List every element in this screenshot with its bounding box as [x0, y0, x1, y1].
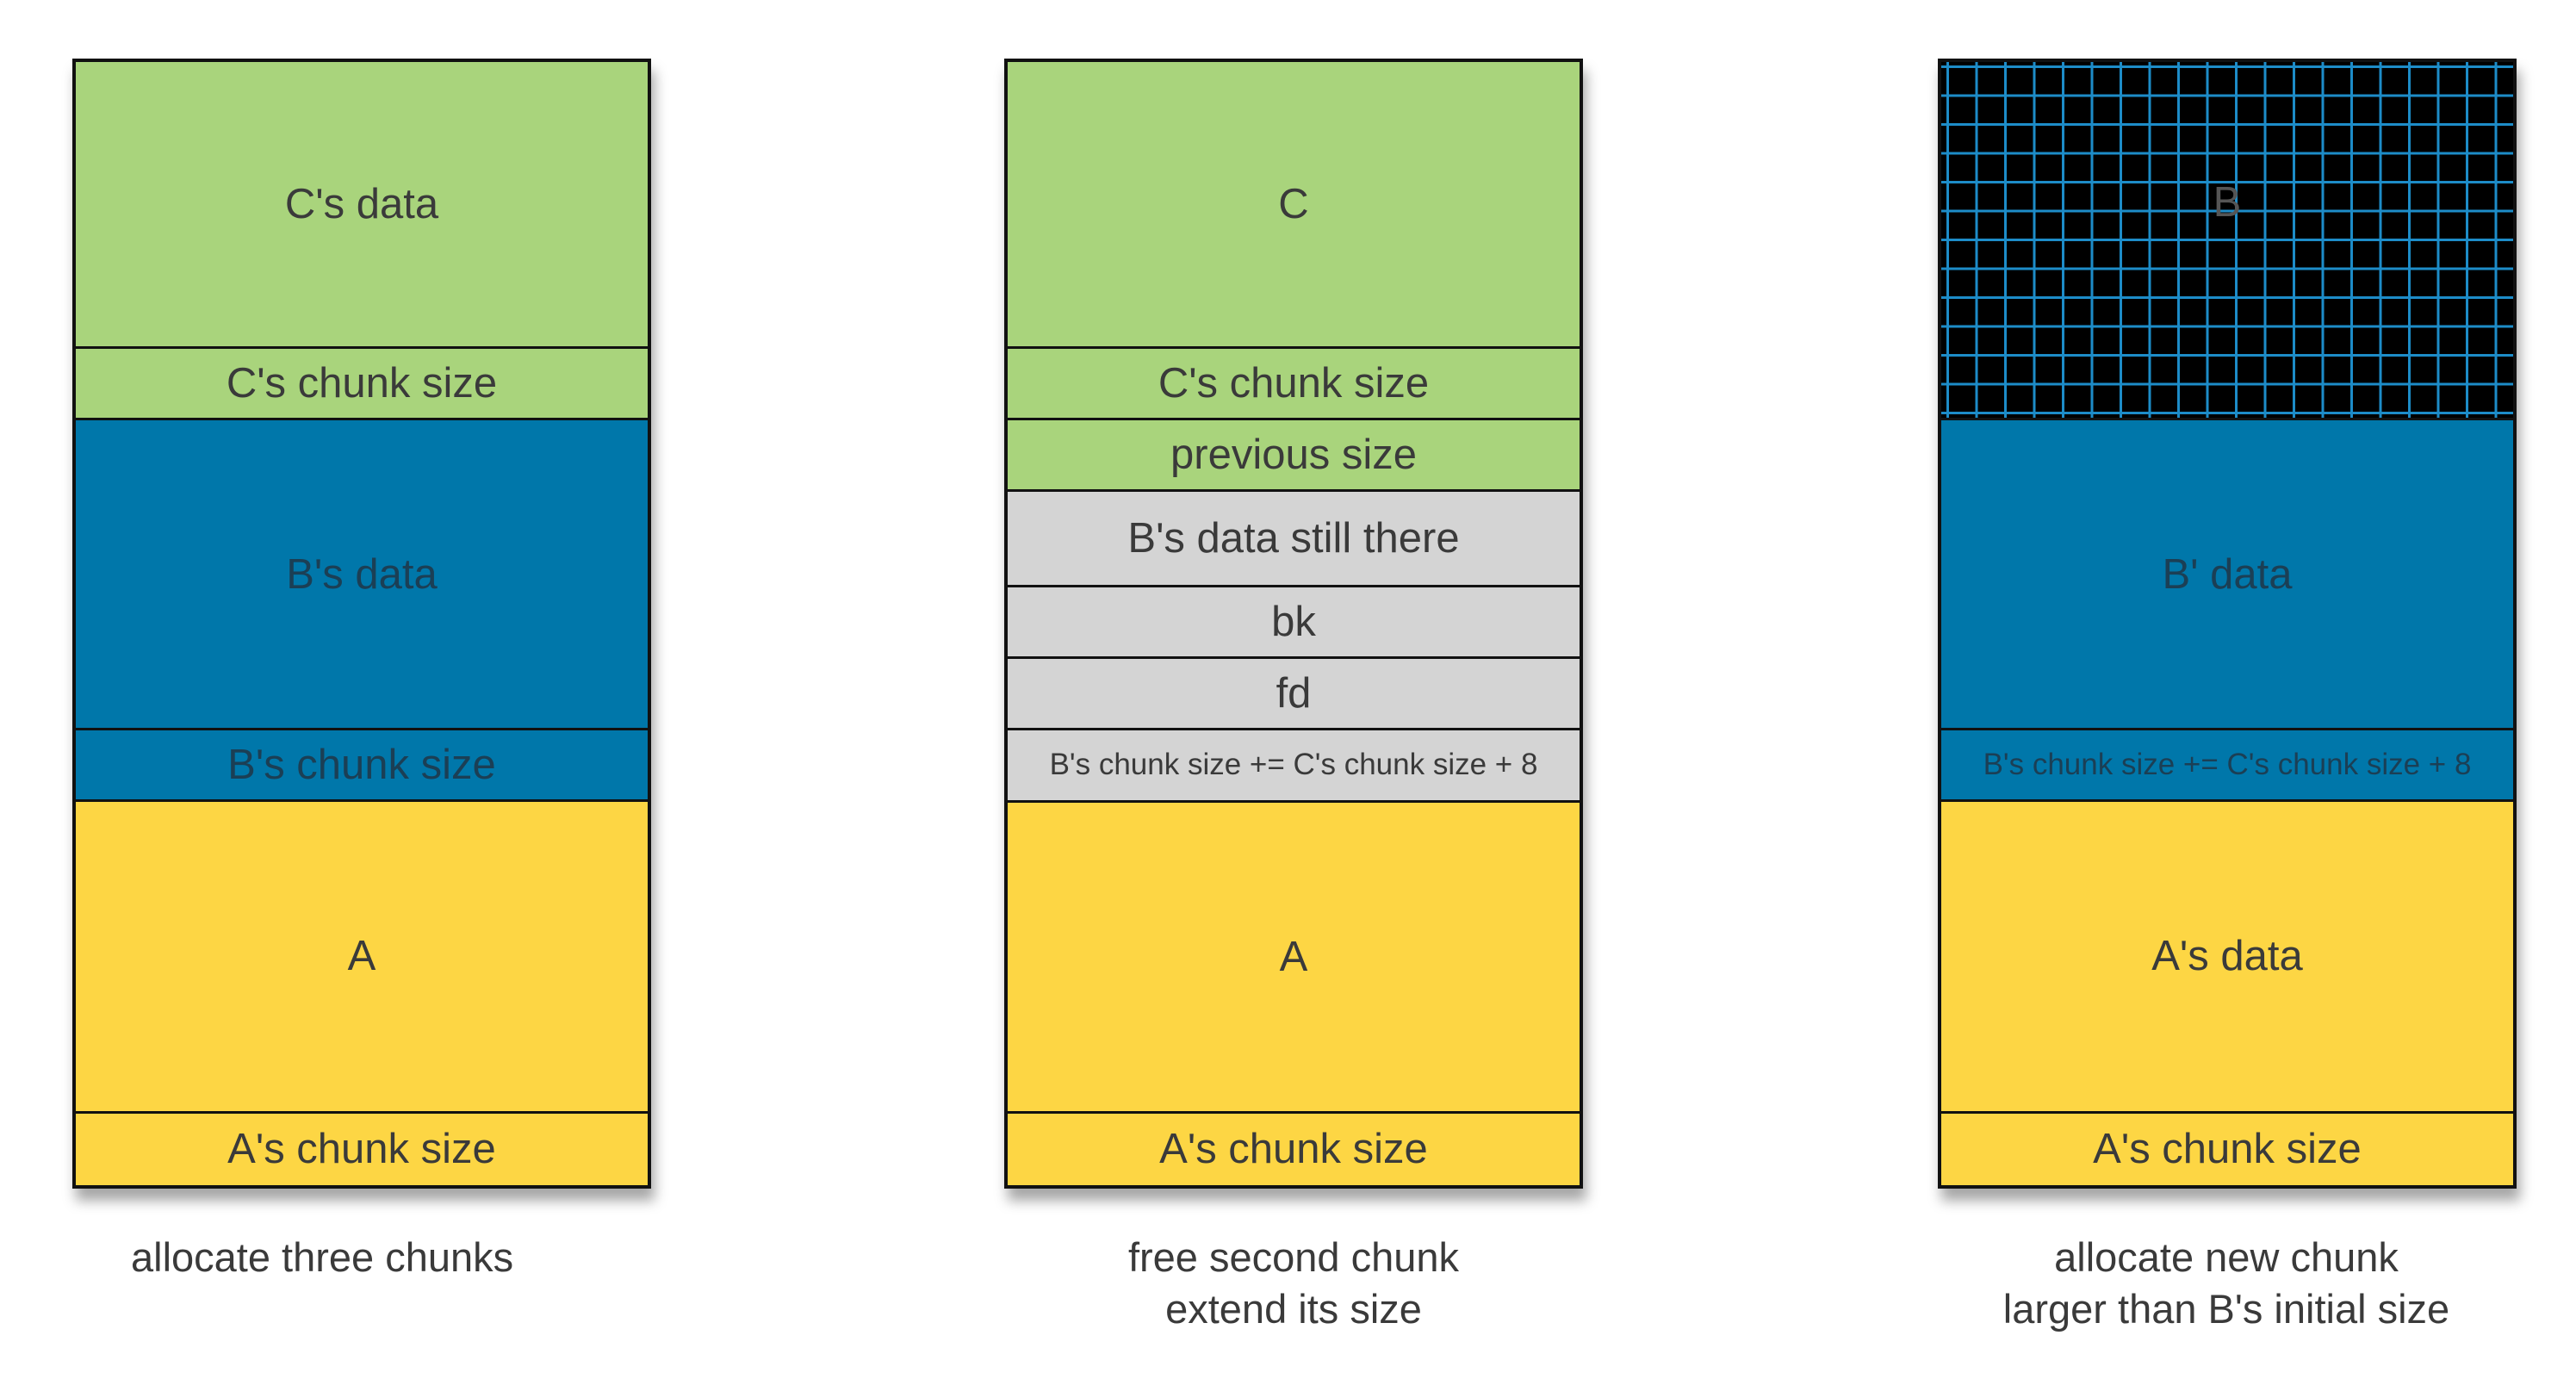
a-data-segment: A — [1008, 802, 1580, 1114]
b-prime-data-segment: B' data — [1941, 420, 2513, 730]
c-chunk-size-segment: C's chunk size — [1008, 348, 1580, 420]
b-chunk-size-extended-segment: B's chunk size += C's chunk size + 8 — [1008, 730, 1580, 803]
caption-free: free second chunk extend its size — [966, 1232, 1621, 1335]
bk-pointer-segment: bk — [1008, 587, 1580, 660]
b-chunk-size-segment: B's chunk size — [76, 730, 648, 803]
previous-size-segment: previous size — [1008, 419, 1580, 493]
caption-line: extend its size — [1165, 1286, 1422, 1332]
c-chunk-size-segment: C's chunk size — [76, 348, 648, 421]
chunk-stack-reallocate: B B' data B's chunk size += C's chunk si… — [1938, 59, 2517, 1189]
a-chunk-size-segment: A's chunk size — [76, 1113, 648, 1185]
c-data-segment: C's data — [76, 62, 648, 349]
b-overlap-label: B — [2213, 178, 2242, 226]
c-data-segment: C — [1008, 62, 1580, 349]
b-chunk-size-extended-segment: B's chunk size += C's chunk size + 8 — [1941, 730, 2513, 803]
caption-line: allocate three chunks — [131, 1234, 514, 1280]
caption-reallocate: allocate new chunk larger than B's initi… — [1899, 1232, 2554, 1335]
fd-pointer-segment: fd — [1008, 659, 1580, 731]
caption-line: allocate new chunk — [2054, 1234, 2399, 1280]
a-chunk-size-segment: A's chunk size — [1008, 1113, 1580, 1186]
b-data-still-there-segment: B's data still there — [1008, 492, 1580, 587]
caption-allocate: allocate three chunks — [12, 1232, 667, 1283]
b-overlap-grid-segment: B — [1941, 62, 2513, 421]
caption-line: larger than B's initial size — [2002, 1286, 2450, 1332]
chunk-stack-allocate: C's data C's chunk size B's data B's chu… — [72, 59, 651, 1189]
b-data-segment: B's data — [76, 420, 648, 730]
a-chunk-size-segment: A's chunk size — [1941, 1113, 2513, 1185]
caption-line: free second chunk — [1127, 1234, 1460, 1280]
a-data-segment: A's data — [1941, 802, 2513, 1114]
a-data-segment: A — [76, 802, 648, 1114]
chunk-stack-free: C C's chunk size previous size B's data … — [1004, 59, 1583, 1189]
